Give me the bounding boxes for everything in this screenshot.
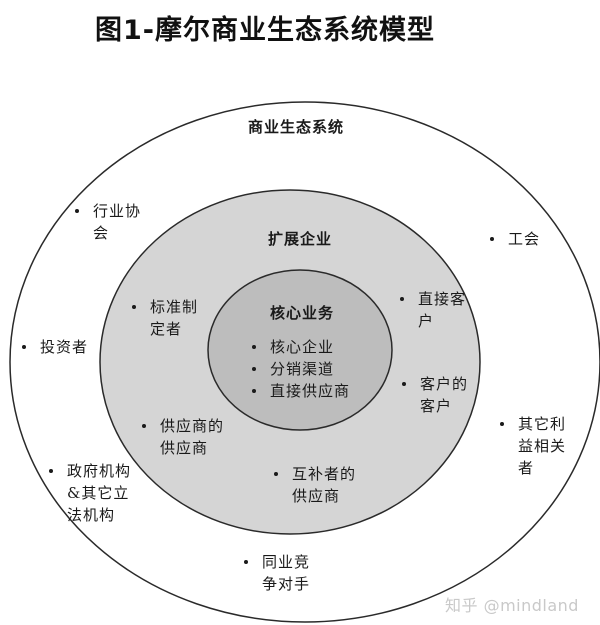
inner-item: 分销渠道	[251, 360, 335, 378]
outer-item-industry-associations: 行业协 会	[74, 202, 142, 242]
page-title: 图1-摩尔商业生态系统模型	[95, 15, 435, 46]
middle-ring-label: 扩展企业	[268, 230, 333, 248]
outer-item-investors: 投资者	[21, 338, 89, 356]
inner-ring-label: 核心业务	[270, 304, 335, 322]
outer-item-other-stakeholders: 其它利 益相关 者	[499, 415, 567, 477]
middle-item-direct-customers: 直接客 户	[399, 290, 467, 330]
middle-item-standard-setters: 标准制 定者	[131, 298, 199, 338]
inner-item: 核心企业	[251, 338, 335, 356]
middle-item-customers-of-customers: 客户的 客户	[401, 375, 469, 415]
middle-item-complementor-suppliers: 互补者的 供应商	[273, 465, 357, 505]
outer-item-government: 政府机构 &其它立 法机构	[48, 462, 132, 524]
outer-item-unions: 工会	[489, 230, 541, 248]
middle-item-suppliers-of-suppliers: 供应商的 供应商	[141, 417, 225, 457]
outer-ring-label: 商业生态系统	[248, 118, 345, 136]
inner-item: 直接供应商	[251, 382, 351, 400]
outer-item-competitors: 同业竞 争对手	[243, 553, 311, 593]
watermark: 知乎 @mindland	[445, 596, 579, 615]
